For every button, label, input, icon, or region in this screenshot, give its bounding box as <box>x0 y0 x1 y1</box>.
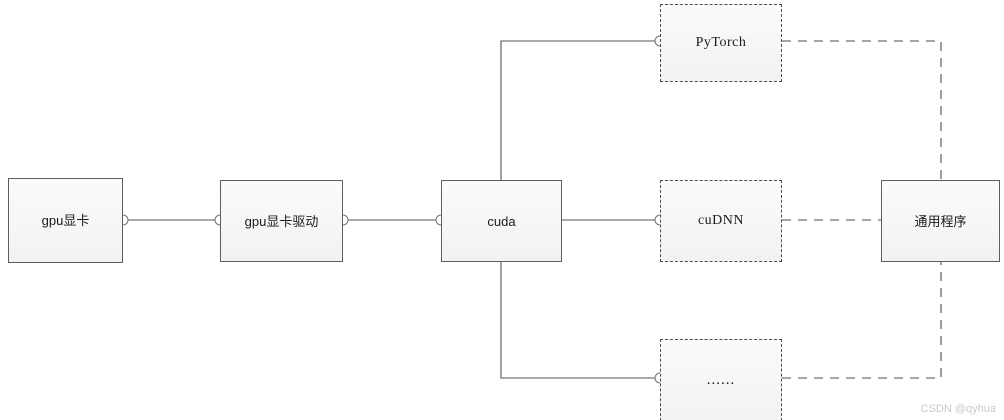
node-app[interactable]: 通用程序 <box>881 180 1000 262</box>
node-cuda-label: cuda <box>487 213 516 229</box>
node-gpu-label: gpu显卡 <box>41 213 90 228</box>
connector-etc-to-app <box>782 262 942 379</box>
node-gpu[interactable]: gpu显卡 <box>8 178 123 263</box>
node-gpu-driver-label: gpu显卡驱动 <box>244 213 319 229</box>
connector-cuda-to-pytorch <box>500 40 660 180</box>
node-cudnn[interactable]: cuDNN <box>660 180 782 262</box>
node-cudnn-label: cuDNN <box>697 213 745 228</box>
node-gpu-driver[interactable]: gpu显卡驱动 <box>220 180 343 262</box>
node-pytorch-label: PyTorch <box>695 35 747 50</box>
node-pytorch[interactable]: PyTorch <box>660 4 782 82</box>
node-cuda[interactable]: cuda <box>441 180 562 262</box>
node-app-label: 通用程序 <box>914 213 967 229</box>
connector-cuda-to-etc <box>500 262 660 379</box>
node-etc[interactable]: ...... <box>660 339 782 420</box>
watermark: CSDN @qyhua <box>920 403 996 415</box>
node-etc-label: ...... <box>706 371 736 388</box>
connector-pytorch-to-app <box>782 40 942 180</box>
